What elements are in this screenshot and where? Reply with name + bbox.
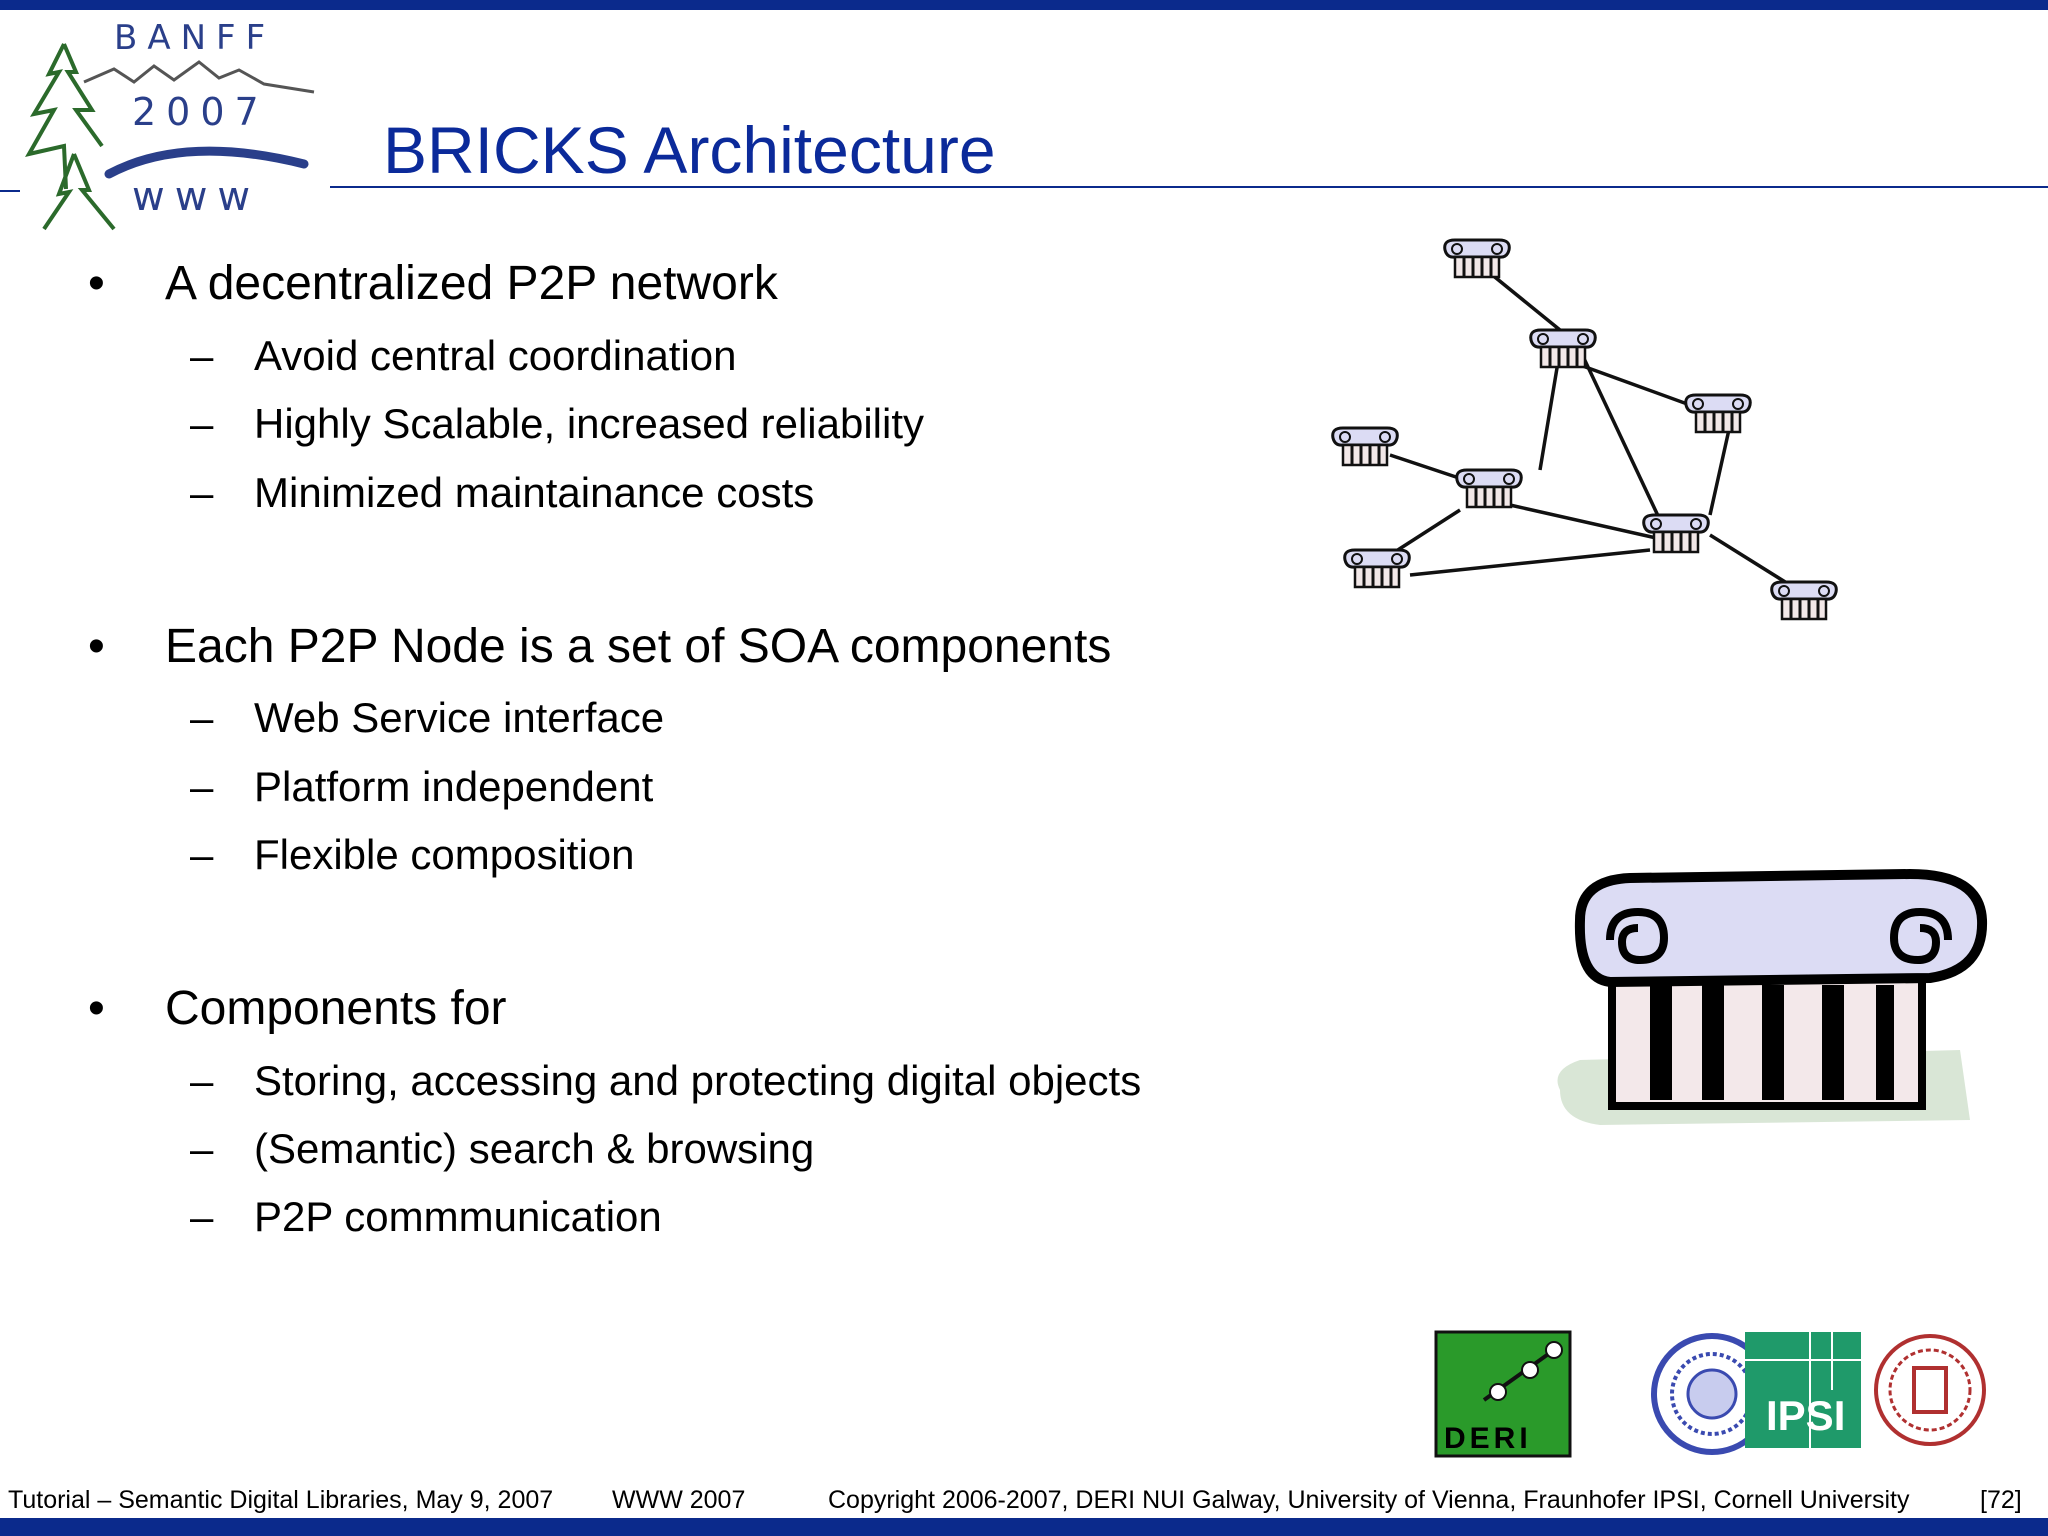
dash-mark: – bbox=[190, 332, 214, 379]
title-rule-left bbox=[0, 190, 20, 192]
banff-logo-graphic bbox=[25, 43, 315, 231]
dash-mark: – bbox=[190, 1193, 214, 1240]
sub-bullet-text: P2P commmunication bbox=[254, 1193, 662, 1240]
partner-logos-graphic bbox=[1434, 1330, 1986, 1458]
slide-footer: Tutorial – Semantic Digital Libraries, M… bbox=[0, 1486, 2048, 1516]
banff-2007-www-logo: BANFF 2007 www bbox=[14, 14, 324, 244]
bullet-text: Each P2P Node is a set of SOA components bbox=[165, 620, 1112, 673]
dash-mark: – bbox=[190, 831, 214, 878]
footer-bar bbox=[0, 1518, 2048, 1536]
slide-title: BRICKS Architecture bbox=[383, 113, 996, 187]
sub-bullet-text: Platform independent bbox=[254, 763, 654, 810]
dash-mark: – bbox=[190, 400, 214, 447]
p2p-network-graphic bbox=[1331, 238, 1838, 621]
sub-bullet-text: Minimized maintainance costs bbox=[254, 469, 815, 516]
sub-bullet-text: Web Service interface bbox=[254, 694, 665, 741]
bullet-text: A decentralized P2P network bbox=[165, 257, 778, 310]
partner-logos: DERI IPSI bbox=[1434, 1330, 1994, 1460]
bullet-text: Components for bbox=[165, 982, 507, 1035]
ionic-column-illustration bbox=[1540, 860, 2000, 1140]
logo-year-text: 2007 bbox=[132, 90, 269, 134]
ionic-column-graphic bbox=[1557, 868, 1988, 1125]
bullet-mark: • bbox=[88, 620, 105, 673]
title-rule bbox=[330, 186, 2048, 188]
dash-mark: – bbox=[190, 1125, 214, 1172]
bullet-mark: • bbox=[88, 982, 105, 1035]
dash-mark: – bbox=[190, 469, 214, 516]
footer-conference-text: WWW 2007 bbox=[612, 1486, 746, 1514]
bullet-mark: • bbox=[88, 257, 105, 310]
sub-bullet-text: Highly Scalable, increased reliability bbox=[254, 400, 924, 447]
p2p-node bbox=[1642, 513, 1710, 554]
dash-mark: – bbox=[190, 1057, 214, 1104]
p2p-node bbox=[1529, 328, 1597, 369]
p2p-node bbox=[1343, 548, 1411, 589]
p2p-node bbox=[1455, 468, 1523, 509]
dash-mark: – bbox=[190, 694, 214, 741]
p2p-node bbox=[1684, 393, 1752, 434]
p2p-node bbox=[1331, 426, 1399, 467]
logo-www-text: www bbox=[132, 174, 261, 220]
footer-page-number: [72] bbox=[1980, 1486, 2022, 1514]
sub-bullet-text: Storing, accessing and protecting digita… bbox=[254, 1057, 1142, 1104]
dash-mark: – bbox=[190, 763, 214, 810]
p2p-node bbox=[1770, 580, 1838, 621]
sub-bullet-text: Flexible composition bbox=[254, 831, 635, 878]
ipsi-logo-text: IPSI bbox=[1766, 1392, 1846, 1439]
logo-banff-text: BANFF bbox=[114, 18, 276, 58]
top-bar bbox=[0, 0, 2048, 10]
sub-bullet-text: Avoid central coordination bbox=[254, 332, 737, 379]
p2p-node bbox=[1443, 238, 1511, 279]
p2p-network-diagram bbox=[1320, 230, 1860, 630]
footer-copyright-text: Copyright 2006-2007, DERI NUI Galway, Un… bbox=[828, 1486, 1910, 1514]
sub-bullet-text: (Semantic) search & browsing bbox=[254, 1125, 815, 1172]
footer-tutorial-text: Tutorial – Semantic Digital Libraries, M… bbox=[8, 1486, 554, 1514]
deri-logo-text: DERI bbox=[1444, 1422, 1532, 1455]
